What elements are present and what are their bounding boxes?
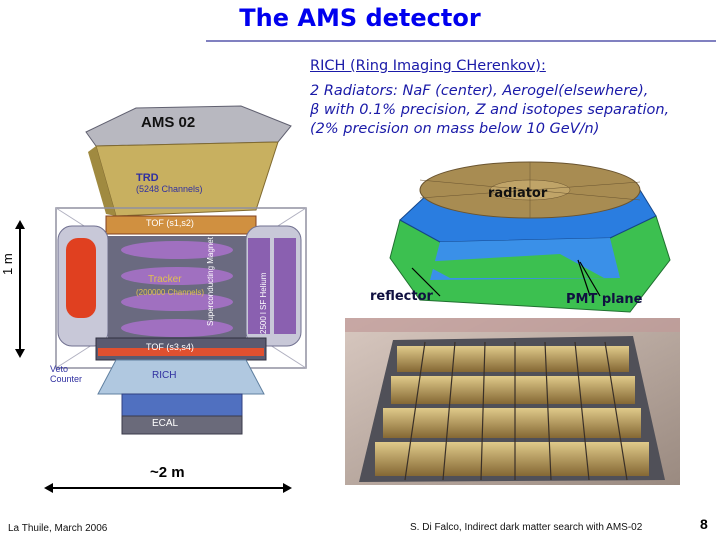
rich-line-3: (2% precision on mass below 10 GeV/n)	[310, 120, 669, 139]
magnet-label: Superconducting Magnet	[206, 237, 215, 326]
tof-bottom-label: TOF (s3,s4)	[146, 342, 194, 352]
rich-detector-label: RICH	[152, 370, 176, 381]
slide-title: The AMS detector	[0, 4, 720, 32]
footer-venue: La Thuile, March 2006	[8, 523, 107, 534]
trd-channels-label: (5248 Channels)	[136, 184, 203, 194]
tracker-label: Tracker	[148, 274, 182, 285]
rich-description: 2 Radiators: NaF (center), Aerogel(elsew…	[310, 82, 669, 139]
title-rule	[206, 40, 716, 42]
rich-line-2-text: with 0.1% precision, Z and isotopes sepa…	[319, 102, 669, 118]
trd-label: TRD	[136, 172, 159, 184]
rich-heading: RICH (Ring Imaging CHerenkov):	[310, 58, 546, 74]
page-number: 8	[700, 516, 708, 532]
pmt-plane-photo	[345, 318, 680, 485]
height-dimension-arrow	[10, 220, 30, 360]
tracker-channels-label: (200000 Channels)	[136, 288, 204, 297]
rich-line-1: 2 Radiators: NaF (center), Aerogel(elsew…	[310, 82, 669, 101]
width-dimension-label: ~2 m	[150, 464, 185, 481]
footer-talk: S. Di Falco, Indirect dark matter search…	[410, 522, 642, 533]
veto-label-1: Veto	[50, 364, 68, 374]
radiator-label: radiator	[488, 186, 547, 201]
helium-label: 2500 l SF Helium	[259, 273, 268, 334]
pmt-plane-label: PMT plane	[566, 292, 642, 307]
reflector-label: reflector	[370, 289, 433, 304]
ams-detector-figure: AMS 02 TRD (5248 Channels) TOF (s1,s2) T…	[36, 98, 326, 470]
veto-label-2: Counter	[50, 374, 82, 384]
ams02-label: AMS 02	[141, 114, 195, 131]
rich-line-2: β with 0.1% precision, Z and isotopes se…	[310, 101, 669, 120]
width-dimension-arrow	[44, 478, 294, 498]
height-dimension-label: 1 m	[0, 253, 15, 275]
ecal-label: ECAL	[152, 418, 178, 429]
tof-top-label: TOF (s1,s2)	[146, 218, 194, 228]
